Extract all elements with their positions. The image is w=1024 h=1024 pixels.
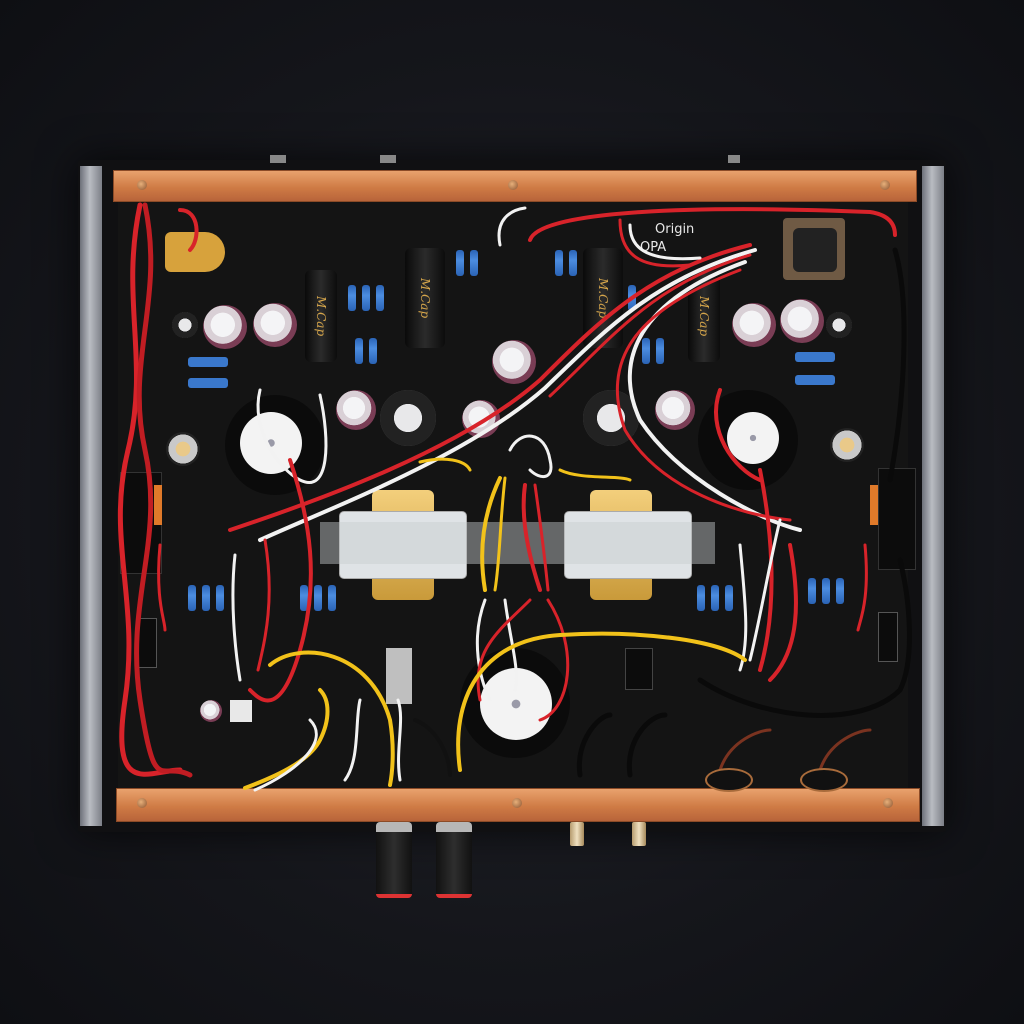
resistor bbox=[188, 378, 228, 388]
relay-right bbox=[878, 468, 916, 570]
resistor bbox=[300, 585, 308, 611]
electrolytic-capacitor bbox=[253, 303, 297, 347]
speaker-binding-post-left[interactable] bbox=[376, 822, 412, 898]
resistor bbox=[569, 250, 577, 276]
left-side-panel bbox=[80, 166, 102, 826]
resistor bbox=[355, 338, 363, 364]
resistor bbox=[376, 285, 384, 311]
resistor bbox=[795, 375, 835, 385]
potentiometer bbox=[166, 432, 200, 466]
input-connector bbox=[800, 768, 848, 792]
small-capacitor bbox=[826, 312, 852, 338]
rca-jack-left[interactable] bbox=[570, 822, 584, 846]
electrolytic-capacitor bbox=[780, 299, 824, 343]
rear-connector bbox=[380, 155, 396, 163]
output-transformer-left bbox=[340, 512, 466, 578]
small-capacitor bbox=[172, 312, 198, 338]
resistor bbox=[822, 578, 830, 604]
resistor bbox=[642, 338, 650, 364]
electrolytic-capacitor bbox=[655, 390, 695, 430]
screw bbox=[883, 798, 893, 808]
resistor bbox=[216, 585, 224, 611]
screw bbox=[880, 180, 890, 190]
resistor bbox=[555, 250, 563, 276]
potentiometer bbox=[830, 428, 864, 462]
screw bbox=[512, 798, 522, 808]
resistor bbox=[369, 338, 377, 364]
rear-connector bbox=[728, 155, 740, 163]
small-electrolytic bbox=[200, 700, 222, 722]
resistor bbox=[314, 585, 322, 611]
resistor bbox=[711, 585, 719, 611]
capacitor-orange bbox=[870, 485, 878, 525]
resistor bbox=[470, 250, 478, 276]
resistor bbox=[456, 250, 464, 276]
resistor bbox=[202, 585, 210, 611]
rca-jack-right[interactable] bbox=[632, 822, 646, 846]
screw bbox=[137, 180, 147, 190]
resistor bbox=[836, 578, 844, 604]
resistor bbox=[795, 352, 835, 362]
tube-socket bbox=[727, 412, 779, 464]
output-transformer-right bbox=[565, 512, 691, 578]
resistor bbox=[725, 585, 733, 611]
right-side-panel bbox=[922, 166, 944, 826]
resistor bbox=[656, 338, 664, 364]
resistor bbox=[188, 357, 228, 367]
rear-connector bbox=[270, 155, 286, 163]
electrolytic-capacitor bbox=[336, 390, 376, 430]
capacitor-orange bbox=[154, 485, 162, 525]
film-capacitor: M.Cap bbox=[405, 248, 445, 348]
terminal-block bbox=[878, 612, 898, 662]
electrolytic-capacitor bbox=[492, 340, 536, 384]
resistor bbox=[808, 578, 816, 604]
resistor bbox=[328, 585, 336, 611]
filter-capacitor bbox=[380, 390, 436, 446]
film-capacitor: M.Cap bbox=[305, 270, 337, 362]
resistor bbox=[348, 285, 356, 311]
resistor bbox=[188, 585, 196, 611]
transformer-bracket bbox=[320, 522, 715, 564]
voltage-regulator bbox=[230, 700, 252, 722]
choke-core bbox=[793, 228, 837, 272]
resistor bbox=[697, 585, 705, 611]
origin-label: Origin bbox=[655, 222, 695, 237]
input-connector bbox=[705, 768, 753, 792]
screw bbox=[508, 180, 518, 190]
relay-center bbox=[625, 648, 653, 690]
electrolytic-capacitor bbox=[203, 305, 247, 349]
voltage-regulator-heatsink bbox=[386, 648, 412, 704]
electrolytic-capacitor bbox=[732, 303, 776, 347]
resistor bbox=[362, 285, 370, 311]
speaker-binding-post-right[interactable] bbox=[436, 822, 472, 898]
screw bbox=[137, 798, 147, 808]
